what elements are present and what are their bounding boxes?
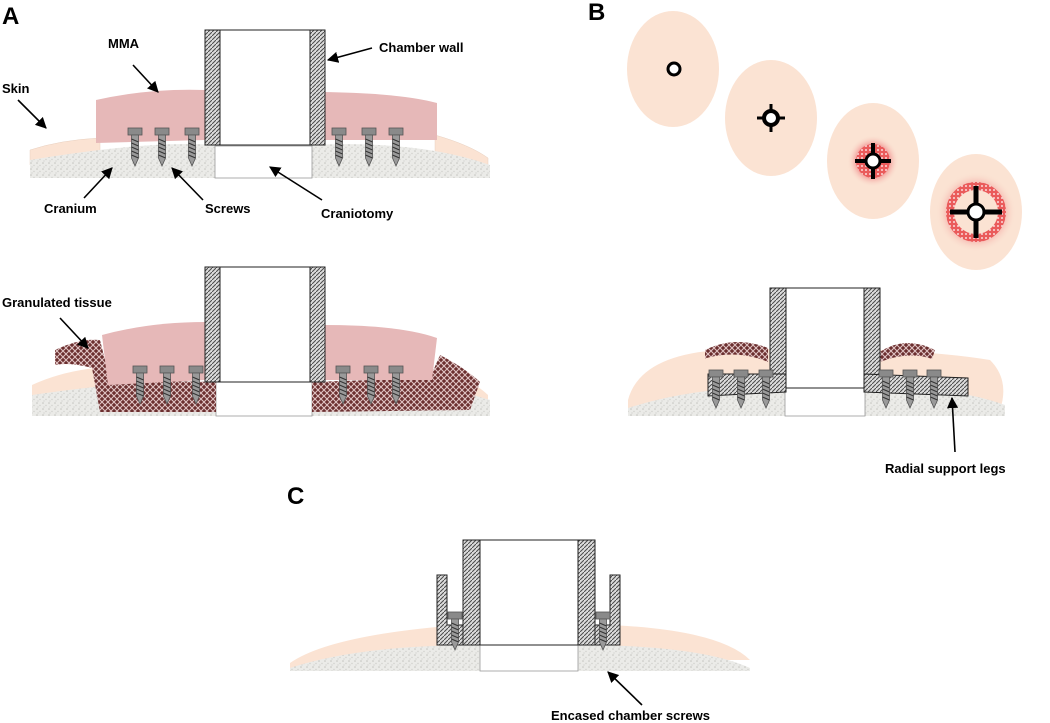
chamber-wall-right (309, 29, 326, 146)
cranium-b (628, 387, 785, 416)
label-screws: Screws (205, 201, 251, 216)
granulated-left (55, 339, 216, 412)
skin-overlap-right (880, 355, 935, 376)
cranium-top (30, 144, 215, 178)
craniotomy-c (479, 644, 579, 672)
mma-right-b (325, 325, 437, 380)
panel-label-a: A (2, 3, 19, 30)
arrow-cranium (83, 167, 113, 199)
label-radial-support-legs: Radial support legs (885, 461, 1006, 476)
panel-b-section (628, 287, 1005, 417)
encasement-left (436, 574, 466, 646)
chamber-inner-c (785, 287, 865, 389)
stage-2-opening (762, 109, 780, 127)
label-craniotomy: Craniotomy (321, 206, 394, 221)
arrow-skin (17, 99, 47, 129)
panel-b-stages (627, 11, 1022, 270)
craniotomy-gap (214, 145, 313, 179)
stage-2-legs (757, 104, 785, 132)
label-encased-chamber-screws: Encased chamber screws (551, 708, 710, 723)
panel-label-b: B (588, 0, 605, 26)
arrow-radial-legs (946, 396, 959, 453)
arrow-craniotomy (269, 166, 323, 201)
mma-left (96, 89, 205, 143)
chamber-wall-left (204, 29, 221, 146)
stage-1-opening (666, 61, 682, 77)
stage-3-opening (864, 152, 882, 170)
label-skin: Skin (2, 81, 30, 96)
chamber-inner-b (219, 266, 311, 383)
chamber-wall-right-b (309, 266, 326, 383)
panel-label-c: C (287, 483, 304, 510)
chamber-inner (219, 29, 311, 146)
arrow-encased (607, 671, 643, 706)
chamber-inner-d (479, 539, 579, 646)
arrow-screws (171, 167, 204, 201)
label-cranium: Cranium (44, 201, 97, 216)
label-chamber-wall: Chamber wall (379, 40, 464, 55)
chamber-wall-right-d (577, 539, 596, 646)
craniotomy-gap-b (215, 381, 313, 417)
label-granulated-tissue: Granulated tissue (2, 295, 112, 310)
stage-4-opening (966, 202, 986, 222)
chamber-wall-left-b (204, 266, 221, 383)
arrows (17, 47, 959, 706)
craniotomy-b (784, 387, 866, 417)
panel-a-top (29, 29, 490, 179)
arrow-granulated (59, 317, 89, 349)
panel-c-section (290, 539, 750, 672)
cranium-top-right (312, 144, 490, 178)
arrow-mma (132, 64, 159, 93)
chamber-wall-left-d (462, 539, 481, 646)
chamber-wall-right-c (863, 287, 881, 389)
arrow-chamber-wall (326, 47, 373, 63)
cranium-c (290, 645, 480, 671)
cranium-c-right (578, 645, 750, 671)
mma-left-b (102, 322, 205, 385)
panel-a-bottom (32, 266, 490, 417)
label-mma: MMA (108, 36, 140, 51)
mma-right (322, 92, 437, 140)
